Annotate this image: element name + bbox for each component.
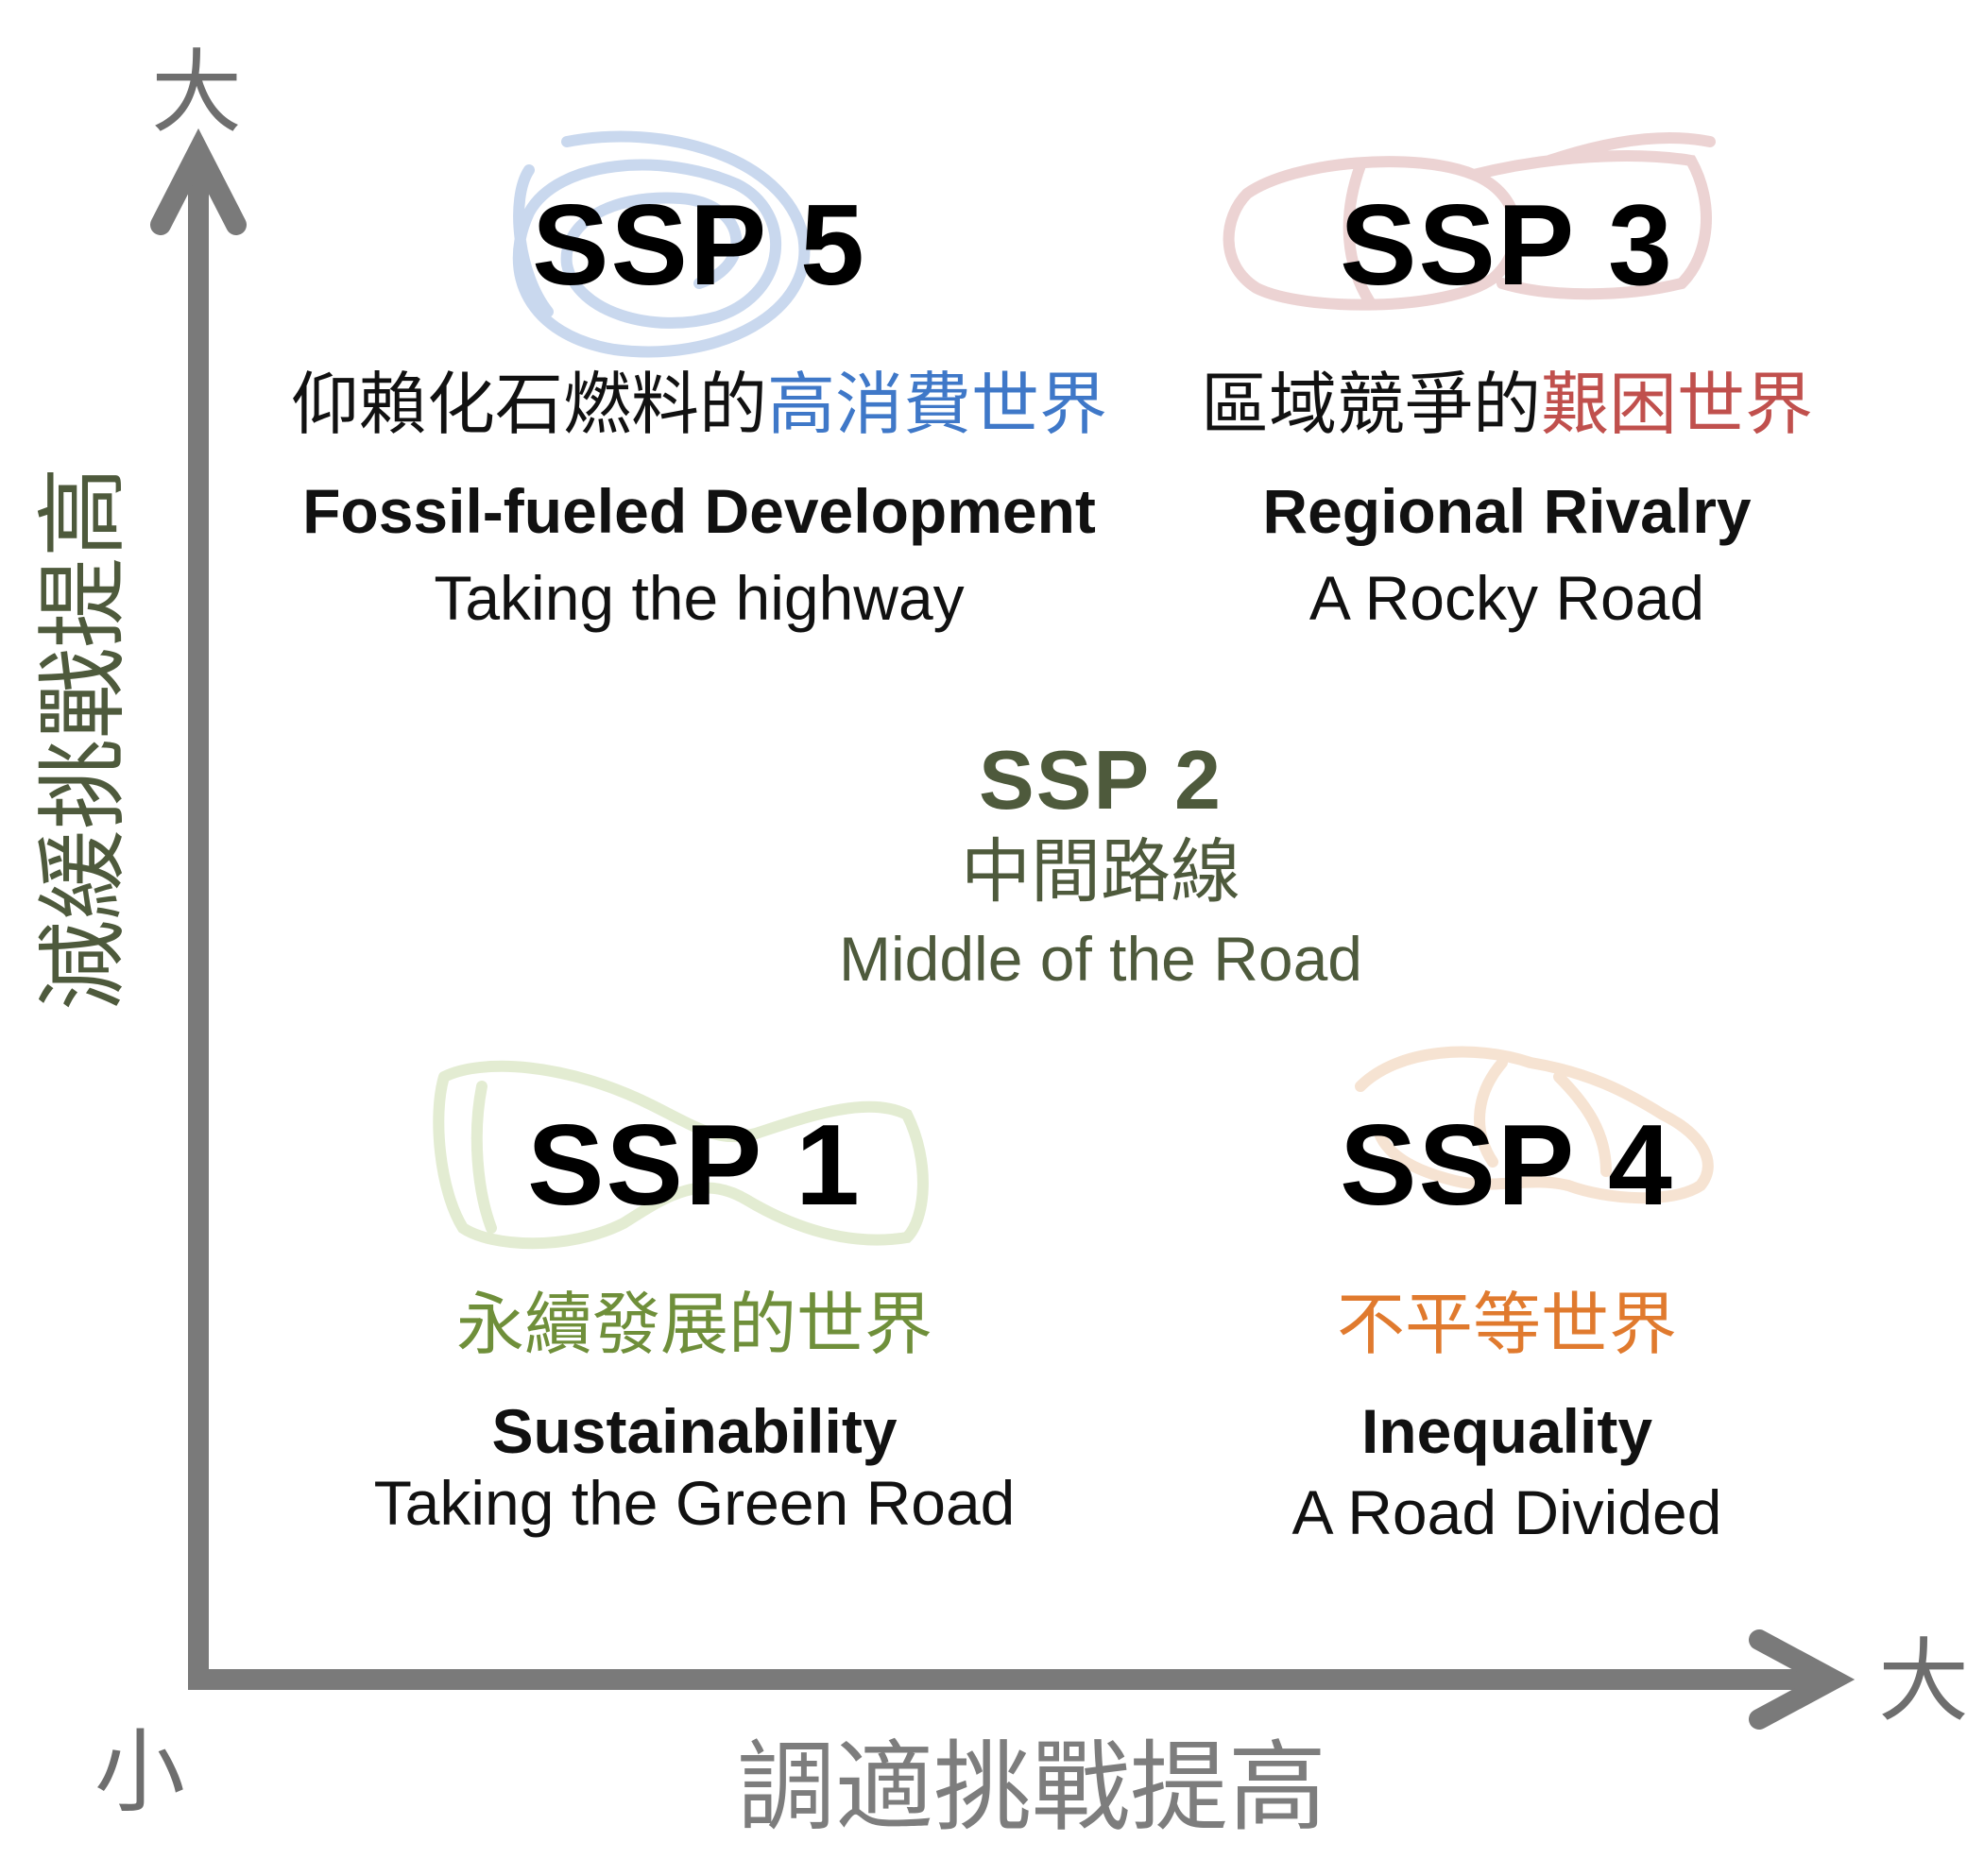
- ssp5-title: SSP 5: [532, 180, 866, 309]
- ssp5-zh-highlight: 高消費世界: [767, 365, 1108, 444]
- ssp2-title: SSP 2: [979, 733, 1223, 827]
- ssp5-zh-prefix: 仰賴化石燃料的: [290, 365, 767, 444]
- ssp3-scribble: [1223, 132, 1716, 311]
- ssp5-zh-label: 仰賴化石燃料的高消費世界: [291, 370, 1107, 438]
- origin-low-label: 小: [94, 1719, 185, 1825]
- ssp1-scribble: [433, 1060, 929, 1250]
- x-axis-title: 調適挑戰提高: [737, 1730, 1327, 1845]
- ssp3-zh-highlight: 艱困世界: [1541, 365, 1814, 444]
- ssp4-title: SSP 4: [1340, 1100, 1674, 1229]
- ssp4-zh-label: 不平等世界: [1336, 1285, 1678, 1364]
- ssp3-en-name: Regional Rivalry: [1262, 476, 1752, 546]
- y-axis-title: 減緩挑戰提高: [30, 467, 136, 1011]
- y-axis-arrow: [150, 128, 247, 1680]
- ssp4-en-name: Inequality: [1360, 1396, 1653, 1466]
- ssp1-title: SSP 1: [527, 1100, 862, 1229]
- ssp4-en-subtitle: A Road Divided: [1291, 1477, 1722, 1547]
- ssp1-en-name: Sustainability: [491, 1396, 898, 1466]
- y-axis-high-label: 大: [151, 40, 242, 145]
- ssp1-zh-label: 永續發展的世界: [455, 1285, 933, 1364]
- ssp2-en-subtitle: Middle of the Road: [838, 924, 1363, 994]
- ssp5-en-subtitle: Taking the highway: [434, 563, 965, 633]
- ssp3-zh-prefix: 區域競爭的: [1200, 365, 1541, 444]
- ssp3-en-subtitle: A Rocky Road: [1308, 563, 1705, 633]
- ssp3-title: SSP 3: [1340, 180, 1674, 309]
- ssp5-scribble: [512, 130, 811, 358]
- ssp2-zh-label: 中間路線: [961, 831, 1240, 912]
- x-axis-arrow: [188, 1629, 1856, 1730]
- x-axis-high-label: 大: [1878, 1629, 1969, 1734]
- ssp4-scribble: [1355, 1046, 1714, 1204]
- ssp5-en-name: Fossil-fueled Development: [302, 476, 1096, 546]
- ssp1-en-subtitle: Taking the Green Road: [373, 1468, 1016, 1538]
- ssp3-zh-label: 區域競爭的艱困世界: [1201, 370, 1813, 438]
